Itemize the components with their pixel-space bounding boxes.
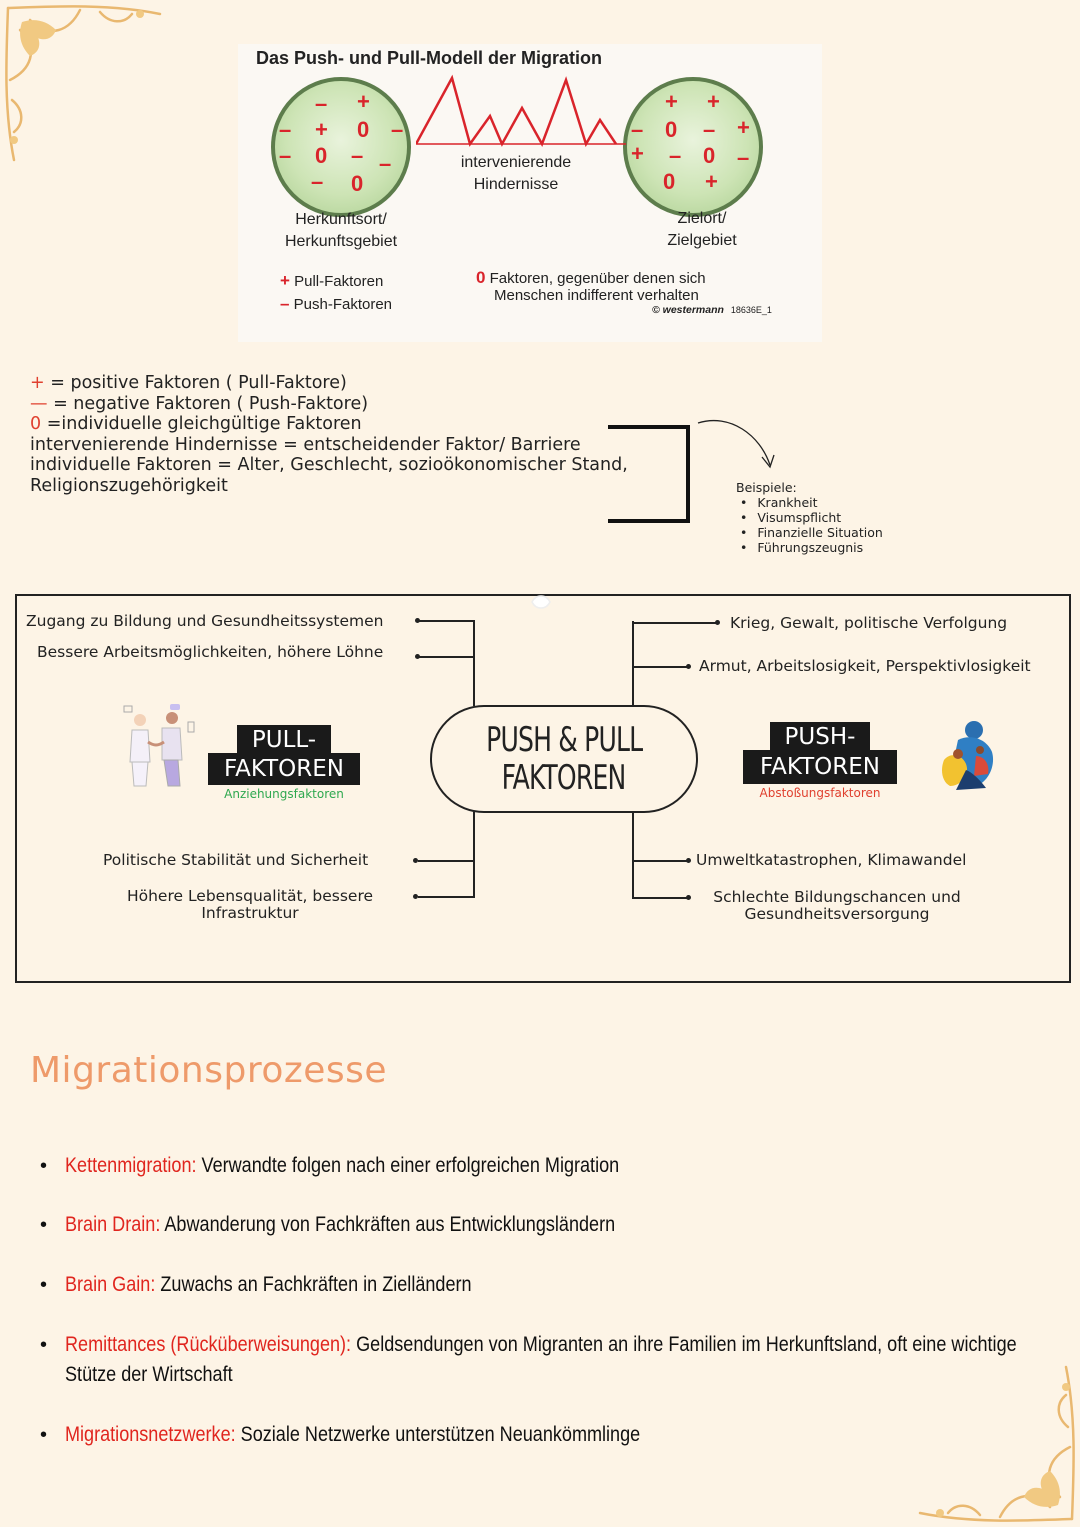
origin-circle: – + – + 0 – – 0 – – – 0: [271, 77, 411, 217]
destination-label: Zielort/ Zielgebiet: [667, 210, 737, 249]
connector: [473, 812, 475, 898]
obstacles-label: intervenierende Hindernisse: [460, 154, 572, 193]
push-factors-badge-line2: FAKTOREN: [743, 750, 897, 784]
note-religion: Religionszugehörigkeit: [30, 476, 228, 496]
circle-symbol: –: [279, 117, 292, 142]
connector: [418, 860, 474, 862]
circle-symbol: 0: [357, 117, 370, 142]
example-item: • Krankheit: [740, 495, 818, 510]
push-item: Schlechte Bildungschancen und Gesundheit…: [713, 888, 961, 923]
push-factors-badge: PUSH-: [770, 722, 870, 752]
circle-symbol: –: [703, 117, 716, 142]
handshake-illustration: [123, 704, 195, 787]
connector-dot: [413, 858, 418, 863]
circle-symbol: –: [379, 151, 392, 176]
connector: [418, 656, 474, 658]
pull-item: Politische Stabilität und Sicherheit: [103, 851, 369, 869]
pull-factors-badge: PULL-: [237, 725, 331, 755]
circle-symbol: 0: [351, 171, 364, 196]
connector: [632, 897, 688, 899]
push-item: Umweltkatastrophen, Klimawandel: [696, 851, 967, 869]
push-pull-model-figure: Das Push- und Pull-Modell der Migration …: [238, 44, 822, 342]
circle-symbol: –: [351, 143, 364, 168]
legend-indifferent: 0 Faktoren, gegenüber denen sich Mensche…: [476, 268, 706, 304]
circle-symbol: +: [665, 89, 678, 114]
connector: [632, 622, 718, 624]
list-item: • Brain Gain: Zuwachs an Fachkräften in …: [40, 1273, 472, 1296]
list-item: • Migrationsnetzwerke: Soziale Netzwerke…: [40, 1423, 641, 1446]
corner-ornament-top-left: [5, 5, 162, 162]
note-individual-factors: individuelle Faktoren = Alter, Geschlech…: [30, 455, 628, 475]
note-negative: — = negative Faktoren ( Push-Faktore): [30, 394, 369, 414]
note-indifferent: 0 =individuelle gleichgültige Faktoren: [30, 414, 362, 434]
connector: [632, 666, 688, 668]
pull-item: Bessere Arbeitsmöglichkeiten, höhere Löh…: [37, 643, 384, 661]
circle-symbol: +: [357, 89, 370, 114]
circle-symbol: –: [631, 117, 644, 142]
pull-item: Zugang zu Bildung und Gesundheitssysteme…: [26, 612, 384, 630]
intervening-obstacles-zigzag: [416, 74, 626, 148]
note-positive: + = positive Faktoren ( Pull-Faktore): [30, 373, 347, 393]
list-item: • Kettenmigration: Verwandte folgen nach…: [40, 1154, 620, 1177]
push-pull-diagram: [15, 594, 1071, 983]
circle-symbol: +: [705, 169, 718, 194]
push-factors-subtitle: Abstoßungsfaktoren: [759, 786, 881, 800]
origin-label: Herkunftsort/ Herkunftsgebiet: [284, 211, 398, 250]
list-item: • Brain Drain: Abwanderung von Fachkräft…: [40, 1213, 616, 1236]
connector-dot: [413, 894, 418, 899]
circle-symbol: +: [315, 117, 328, 142]
connector: [418, 896, 474, 898]
circle-symbol: –: [737, 145, 750, 170]
connector: [473, 620, 475, 706]
circle-symbol: +: [631, 141, 644, 166]
legend-push: – Push-Faktoren: [280, 294, 393, 313]
corner-ornament-bottom-right: [918, 1365, 1075, 1522]
push-pull-center-pill: PUSH & PULL FAKTOREN: [430, 705, 698, 813]
example-item: • Führungszeugnis: [740, 540, 864, 555]
circle-symbol: –: [669, 143, 682, 168]
connector-dot: [715, 620, 720, 625]
figure-title: Das Push- und Pull-Modell der Migration: [256, 48, 603, 68]
circle-symbol: 0: [665, 117, 678, 142]
circle-symbol: 0: [703, 143, 716, 168]
destination-circle: + + – 0 – + + – 0 – 0 +: [623, 77, 763, 217]
push-item: Krieg, Gewalt, politische Verfolgung: [730, 614, 1008, 632]
connector-dot: [686, 895, 691, 900]
list-item: • Remittances (Rücküberweisungen): Gelds…: [40, 1333, 1017, 1386]
circle-symbol: +: [707, 89, 720, 114]
connector-dot: [415, 654, 420, 659]
example-item: • Visumspflicht: [740, 510, 842, 525]
circle-symbol: –: [279, 143, 292, 168]
connector: [418, 620, 474, 622]
bracket-arrow: [608, 419, 775, 523]
circle-symbol: –: [311, 169, 324, 194]
examples-block: Beispiele: • Krankheit • Visumspflicht •…: [736, 480, 883, 555]
examples-heading: Beispiele:: [736, 480, 797, 495]
circle-symbol: –: [391, 117, 404, 142]
pull-factors-badge-line2: FAKTOREN: [208, 753, 360, 785]
pull-item: Höhere Lebensqualität, bessere Infrastru…: [126, 887, 374, 922]
legend-pull: + Pull-Faktoren: [280, 271, 384, 290]
connector: [632, 860, 688, 862]
circle-symbol: 0: [315, 143, 328, 168]
circle-symbol: +: [737, 115, 750, 140]
watermark-icon: [531, 595, 551, 609]
connector: [632, 621, 634, 706]
circle-symbol: –: [315, 91, 328, 116]
example-item: • Finanzielle Situation: [740, 525, 883, 540]
connector-dot: [415, 618, 420, 623]
figure-credit: © westermann 18636E_1: [652, 304, 772, 316]
push-item: Armut, Arbeitslosigkeit, Perspektivlosig…: [699, 657, 1031, 675]
circle-symbol: 0: [663, 169, 676, 194]
connector-dot: [686, 858, 691, 863]
connector: [632, 812, 634, 898]
connector-dot: [686, 664, 691, 669]
pull-factors-subtitle: Anziehungsfaktoren: [224, 787, 344, 801]
refugee-family-illustration: [942, 721, 994, 790]
section-title: Migrationsprozesse: [30, 1050, 388, 1091]
note-obstacles: intervenierende Hindernisse = entscheide…: [30, 435, 581, 455]
